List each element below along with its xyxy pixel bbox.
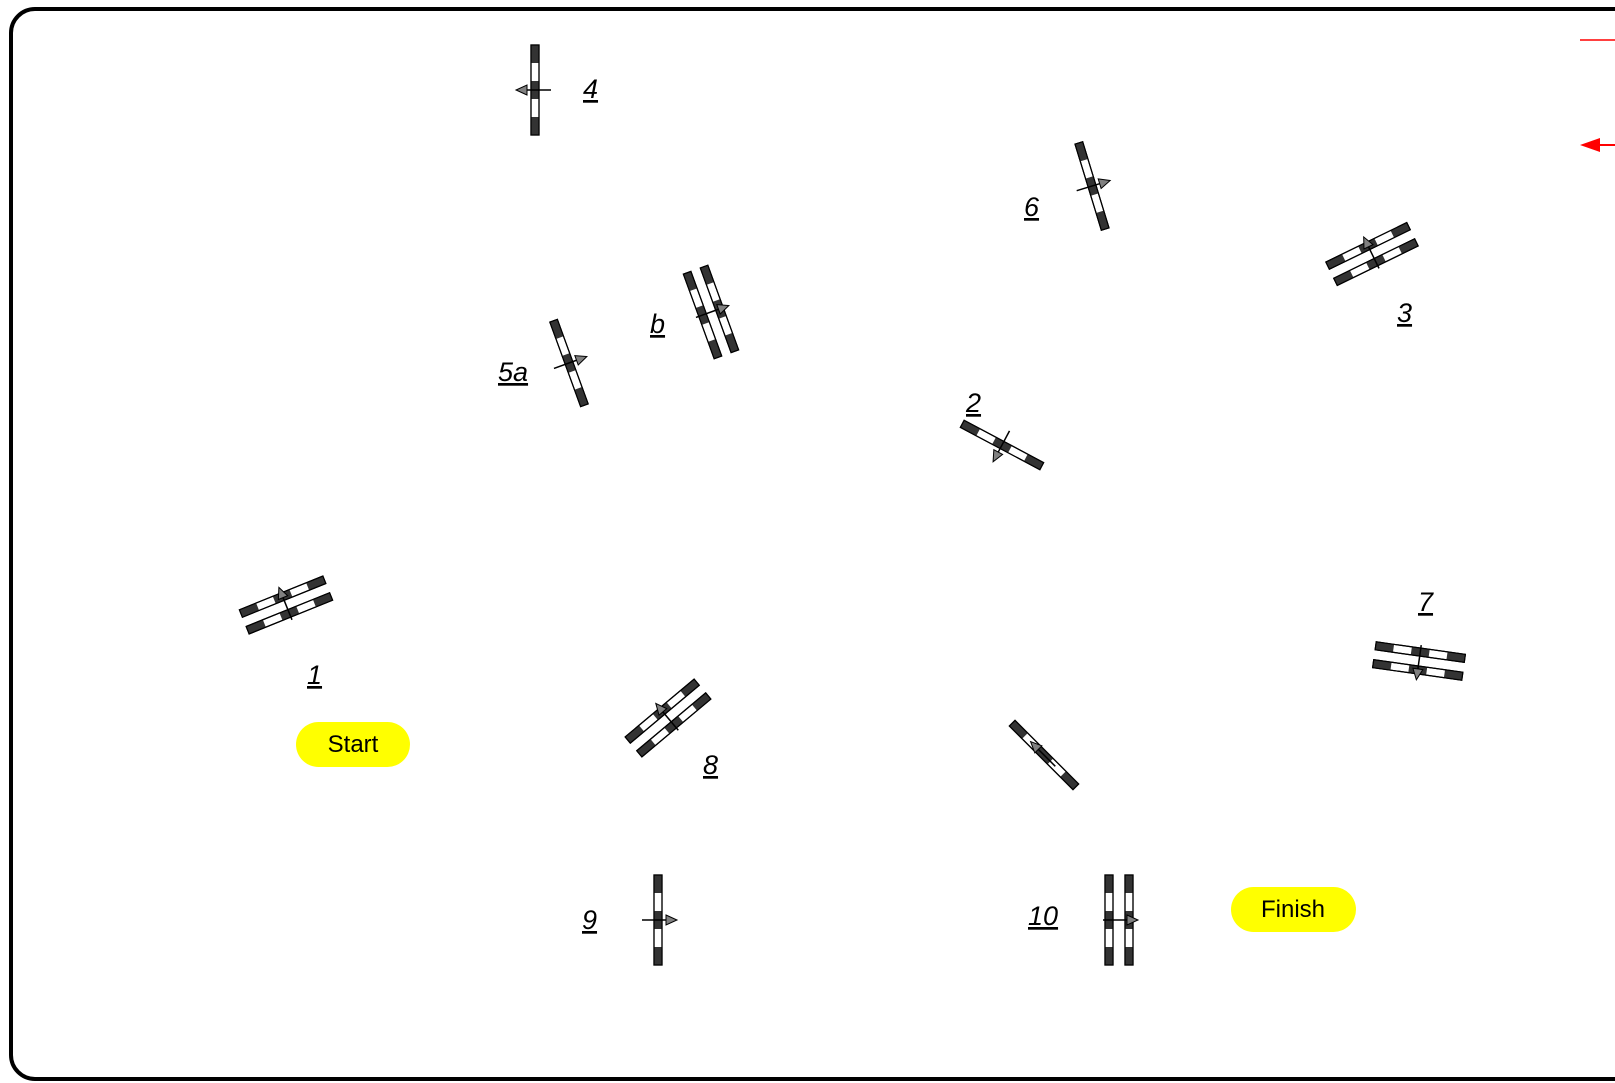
gate-4: 4	[515, 44, 598, 136]
gate-2: 2	[959, 388, 1045, 471]
gate-2-label: 2	[965, 388, 981, 418]
gate-4-label: 4	[583, 74, 598, 104]
gate-5a-label: 5a	[498, 357, 528, 387]
gate-unnumbered	[1008, 719, 1080, 791]
course-border	[9, 7, 1615, 1081]
finish-marker: Finish	[1231, 887, 1356, 932]
start-marker: Start	[296, 722, 410, 767]
gate-7-label: 7	[1418, 587, 1434, 617]
gate-1: 1	[238, 575, 334, 690]
offscreen-marker-arrow	[1580, 138, 1615, 152]
gate-1-label: 1	[307, 660, 322, 690]
start-label: Start	[328, 731, 379, 758]
gate-8-label: 8	[703, 750, 718, 780]
gate-9-label: 9	[582, 905, 597, 935]
gate-5b: b	[650, 264, 740, 360]
gate-3: 3	[1325, 221, 1419, 328]
gate-6-label: 6	[1024, 192, 1040, 222]
gate-5b-label: b	[650, 309, 665, 339]
gate-10-label: 10	[1028, 901, 1058, 931]
gate-6: 6	[1024, 141, 1113, 231]
gate-9: 9	[582, 874, 678, 966]
gate-7: 7	[1372, 587, 1466, 682]
gate-10: 10	[1028, 874, 1139, 966]
gate-8: 8	[624, 678, 718, 780]
gate-3-label: 3	[1397, 298, 1412, 328]
finish-label: Finish	[1261, 896, 1325, 923]
gate-5a: 5a	[498, 318, 590, 408]
